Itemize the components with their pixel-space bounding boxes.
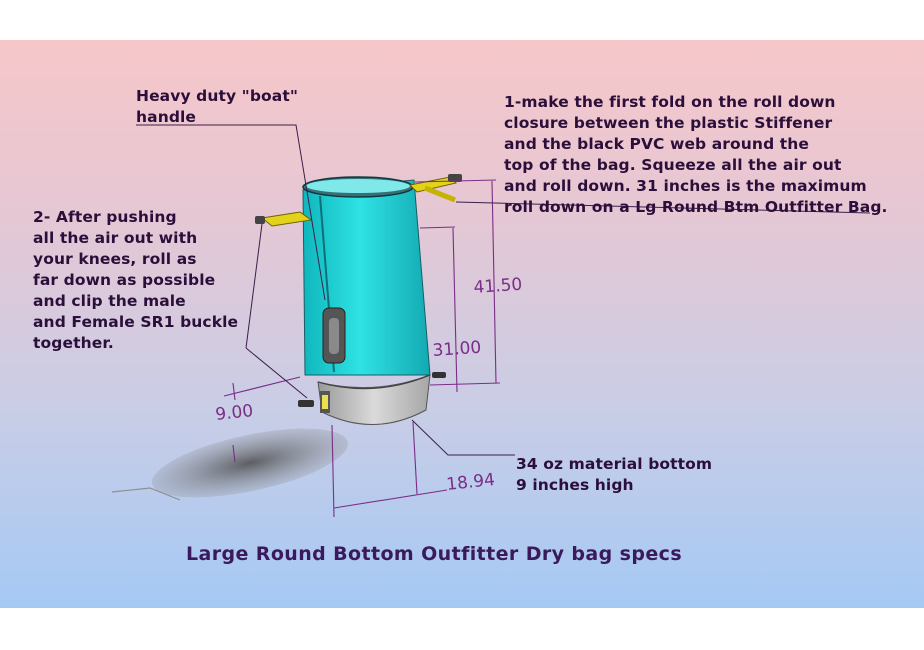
callout-push: 2- After pushing all the air out with yo… <box>33 208 239 352</box>
dimension-lines <box>223 179 501 518</box>
diagram-caption: Large Round Bottom Outfitter Dry bag spe… <box>186 543 683 565</box>
dim-rolldown-label: 31.00 <box>432 338 482 361</box>
callout-bottom: 34 oz material bottom 9 inches high <box>516 455 713 494</box>
dim-bottom-height-label: 9.00 <box>214 401 254 425</box>
side-stiffener-handle <box>322 307 346 364</box>
dim-diameter-label: 18.94 <box>445 470 495 495</box>
bag-body <box>302 176 431 376</box>
leader-lines <box>136 124 871 456</box>
diagram-canvas <box>0 40 924 608</box>
callout-fold: 1-make the first fold on the roll down c… <box>504 93 888 216</box>
boat-handles <box>255 174 462 227</box>
callout-handle: Heavy duty "boat" handle <box>136 87 299 126</box>
dim-height-total-label: 41.50 <box>473 275 523 298</box>
ground-shadow <box>111 428 348 501</box>
bag-bottom <box>298 372 446 425</box>
